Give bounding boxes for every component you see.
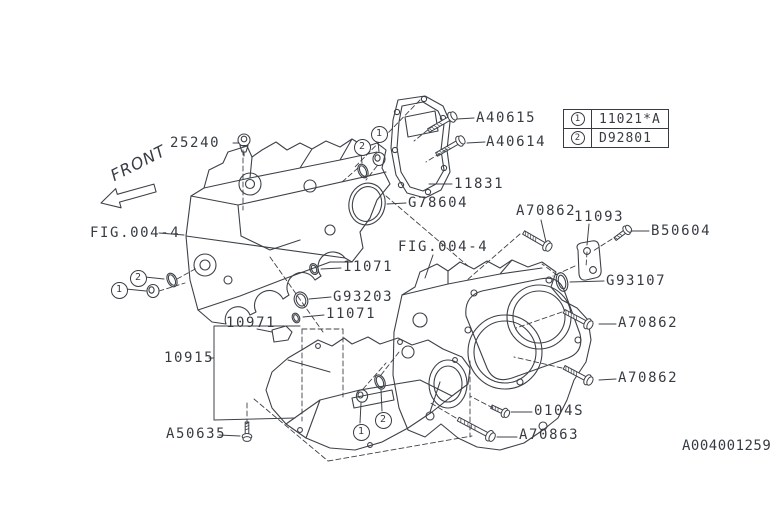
- oring-11071-b-drawing: [291, 312, 301, 324]
- cylinder-block-right-drawing: [392, 259, 592, 451]
- fig-ref-right[interactable]: FIG.004-4: [398, 239, 489, 255]
- part-label-a70862-mid[interactable]: A70862: [618, 315, 679, 331]
- bolt-a40615-drawing: [425, 109, 460, 136]
- bolt-a70862-top-drawing: [520, 227, 555, 254]
- bolt-a40614-drawing: [433, 133, 468, 160]
- backing-plate-11831-drawing: [390, 95, 451, 199]
- callout-1-left: 1: [110, 281, 128, 299]
- part-label-a70862-top[interactable]: A70862: [516, 203, 577, 219]
- bolt-a70862-mid-drawing: [561, 306, 596, 332]
- screw-a50635-drawing: [241, 421, 253, 442]
- callout-parts-bottom: [355, 374, 386, 403]
- oil-seal-g78604-drawing: [348, 182, 386, 226]
- part-label-25240[interactable]: 25240: [170, 135, 221, 151]
- legend-circle-2: 2: [570, 131, 585, 145]
- part-label-g93203[interactable]: G93203: [333, 289, 394, 305]
- legend-code-2[interactable]: D92801: [599, 130, 652, 146]
- leader-lines: [125, 117, 650, 438]
- part-label-a70862-low[interactable]: A70862: [618, 370, 679, 386]
- front-arrow-icon: [100, 183, 157, 209]
- callout-2-bottom: 2: [374, 411, 392, 429]
- part-label-11093[interactable]: 11093: [574, 209, 625, 225]
- legend-code-1[interactable]: 11021*A: [599, 111, 661, 127]
- bolt-a70863-drawing: [455, 413, 498, 444]
- oring-11071-a-drawing: [309, 263, 319, 275]
- legend-circle-1: 1: [570, 112, 585, 126]
- bolt-a70862-low-drawing: [561, 362, 596, 388]
- part-label-g78604[interactable]: G78604: [408, 195, 469, 211]
- dashed-lines: [158, 99, 613, 462]
- part-label-a40614[interactable]: A40614: [486, 134, 547, 150]
- part-label-0104s[interactable]: 0104S: [534, 403, 585, 419]
- part-label-g93107[interactable]: G93107: [606, 273, 667, 289]
- plate-11093-drawing: [576, 240, 602, 281]
- callout-1-top: 1: [370, 125, 388, 143]
- callout-2-top: 2: [353, 138, 371, 156]
- drawing-number: A004001259: [682, 438, 772, 454]
- cylinder-block-left-drawing: [185, 138, 391, 325]
- part-label-a50635[interactable]: A50635: [166, 426, 227, 442]
- callout-1-bottom: 1: [352, 423, 370, 441]
- part-label-11831[interactable]: 11831: [454, 176, 505, 192]
- legend-row-2: 2 D92801: [564, 128, 668, 147]
- part-label-10971[interactable]: 10971: [226, 315, 277, 331]
- callout-parts-top: [357, 151, 386, 179]
- screw-0104s-drawing: [488, 401, 512, 420]
- sensor-25240-drawing: [237, 133, 251, 157]
- legend-table: 1 11021*A 2 D92801: [563, 109, 669, 148]
- legend-row-1: 1 11021*A: [564, 110, 668, 128]
- part-label-10915[interactable]: 10915: [164, 350, 215, 366]
- part-label-a70863[interactable]: A70863: [519, 427, 580, 443]
- part-label-11071-b[interactable]: 11071: [326, 306, 377, 322]
- callout-parts-left: [146, 272, 178, 299]
- part-label-11071-a[interactable]: 11071: [343, 259, 394, 275]
- bolt-b50604-drawing: [611, 222, 634, 244]
- oring-g93203-drawing: [293, 291, 309, 309]
- part-label-a40615[interactable]: A40615: [476, 110, 537, 126]
- fig-ref-left[interactable]: FIG.004-4: [90, 225, 181, 241]
- part-label-b50604[interactable]: B50604: [651, 223, 712, 239]
- callout-2-left: 2: [129, 269, 147, 287]
